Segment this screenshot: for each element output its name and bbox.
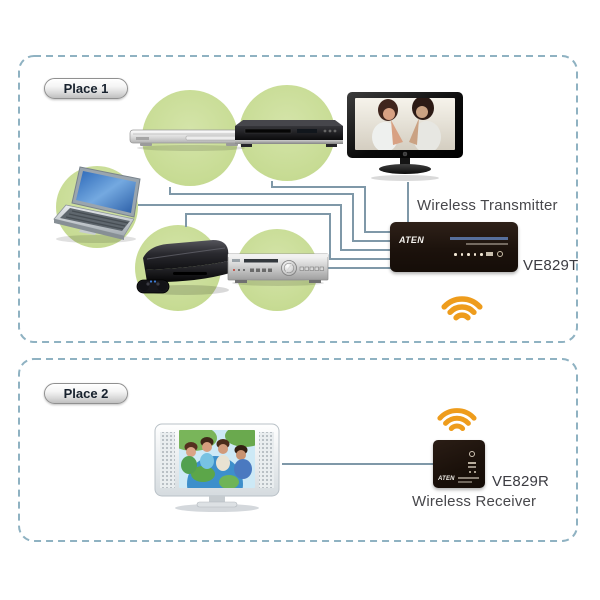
- cable-slim-dvd: [169, 187, 391, 242]
- cable-laptop: [138, 204, 391, 251]
- game-console-icon: [136, 240, 230, 295]
- receiver-model-label: VE829R: [492, 473, 550, 490]
- receiver-print-line1: [468, 462, 476, 464]
- transmitter-print-line2: [466, 243, 508, 245]
- slim-dvd-player-icon: [129, 129, 253, 151]
- receiver-led-row: [469, 471, 476, 473]
- flat-screen-tv-icon: [347, 92, 463, 181]
- wireless-transmitter-label: Wireless Transmitter: [417, 197, 558, 214]
- transmitter-model-label: VE829T: [523, 257, 579, 274]
- receiver-print-line2: [468, 466, 476, 468]
- dvd-player-icon: [235, 120, 343, 147]
- place1-zone-border: [18, 55, 578, 343]
- wireless-receiver-label: Wireless Receiver: [412, 493, 537, 510]
- aten-logo: ATEN: [399, 235, 425, 245]
- receiver-power-led: [469, 451, 475, 457]
- wireless-receiver-unit: ATEN: [433, 440, 485, 488]
- wireless-transmitter-unit: ATEN: [390, 222, 518, 272]
- wifi-signal-transmitter-icon: [441, 296, 483, 321]
- cable-dvd: [271, 181, 391, 233]
- place2-label-text: Place 2: [63, 386, 109, 401]
- transmitter-print-line1: [450, 237, 508, 240]
- receiver-print-line3: [458, 477, 479, 479]
- wifi-signal-receiver-icon: [437, 408, 477, 432]
- transmitter-power-led: [497, 251, 503, 257]
- receiver-print-line4: [458, 481, 472, 483]
- place1-label: Place 1: [44, 78, 128, 99]
- transmitter-ir-window: [486, 252, 493, 256]
- transmitter-led-row: [454, 253, 483, 256]
- cable-console: [185, 213, 391, 260]
- white-tv-icon: [154, 423, 280, 512]
- place2-zone-border: [18, 358, 578, 542]
- av-receiver-icon: [227, 253, 329, 286]
- aten-logo: ATEN: [438, 476, 455, 482]
- place1-label-text: Place 1: [63, 81, 109, 96]
- place2-label: Place 2: [44, 383, 128, 404]
- laptop-icon: [53, 166, 141, 243]
